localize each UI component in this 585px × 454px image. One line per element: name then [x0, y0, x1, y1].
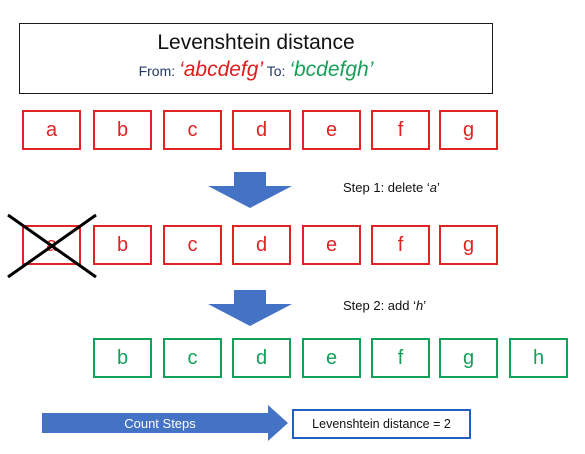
letter-box: d — [232, 338, 291, 378]
step-2-label: Step 2: add ‘h’ — [343, 298, 427, 313]
letter-box: b — [93, 338, 152, 378]
result-box: Levenshtein distance = 2 — [292, 409, 471, 439]
diagram-title: Levenshtein distance — [157, 31, 355, 54]
original-string-row: a b c d e f g — [0, 110, 585, 152]
down-arrow-icon — [208, 172, 292, 208]
letter-box: f — [371, 338, 430, 378]
letter-box: e — [302, 110, 361, 150]
letter-box: e — [302, 225, 361, 265]
letter-box: c — [163, 338, 222, 378]
letter-box: b — [93, 110, 152, 150]
delete-cross-icon — [7, 213, 97, 279]
letter-box: g — [439, 110, 498, 150]
final-string-row: b c d e f g h — [0, 338, 585, 380]
to-label: To: — [266, 63, 286, 79]
step-1-label: Step 1: delete ‘a’ — [343, 180, 440, 195]
added-letter-box: h — [509, 338, 568, 378]
down-arrow-icon — [208, 290, 292, 326]
letter-box: f — [371, 110, 430, 150]
letter-box: d — [232, 225, 291, 265]
letter-box: c — [163, 225, 222, 265]
letter-box: c — [163, 110, 222, 150]
count-steps-arrow-icon — [42, 405, 288, 441]
letter-box: e — [302, 338, 361, 378]
title-subtitle: From: ‘abcdefg’ To: ‘bcdefgh’ — [20, 58, 492, 82]
letter-box: a — [22, 110, 81, 150]
letter-box: f — [371, 225, 430, 265]
letter-box: g — [439, 225, 498, 265]
letter-box: g — [439, 338, 498, 378]
title-box: Levenshtein distance From: ‘abcdefg’ To:… — [19, 23, 493, 94]
letter-box: d — [232, 110, 291, 150]
letter-box: b — [93, 225, 152, 265]
after-delete-row: a b c d e f g — [0, 225, 585, 267]
from-label: From: — [138, 63, 176, 79]
to-value: ‘bcdefgh’ — [289, 58, 374, 81]
from-value: ‘abcdefg’ — [179, 58, 264, 81]
count-steps-label: Count Steps — [124, 416, 196, 431]
